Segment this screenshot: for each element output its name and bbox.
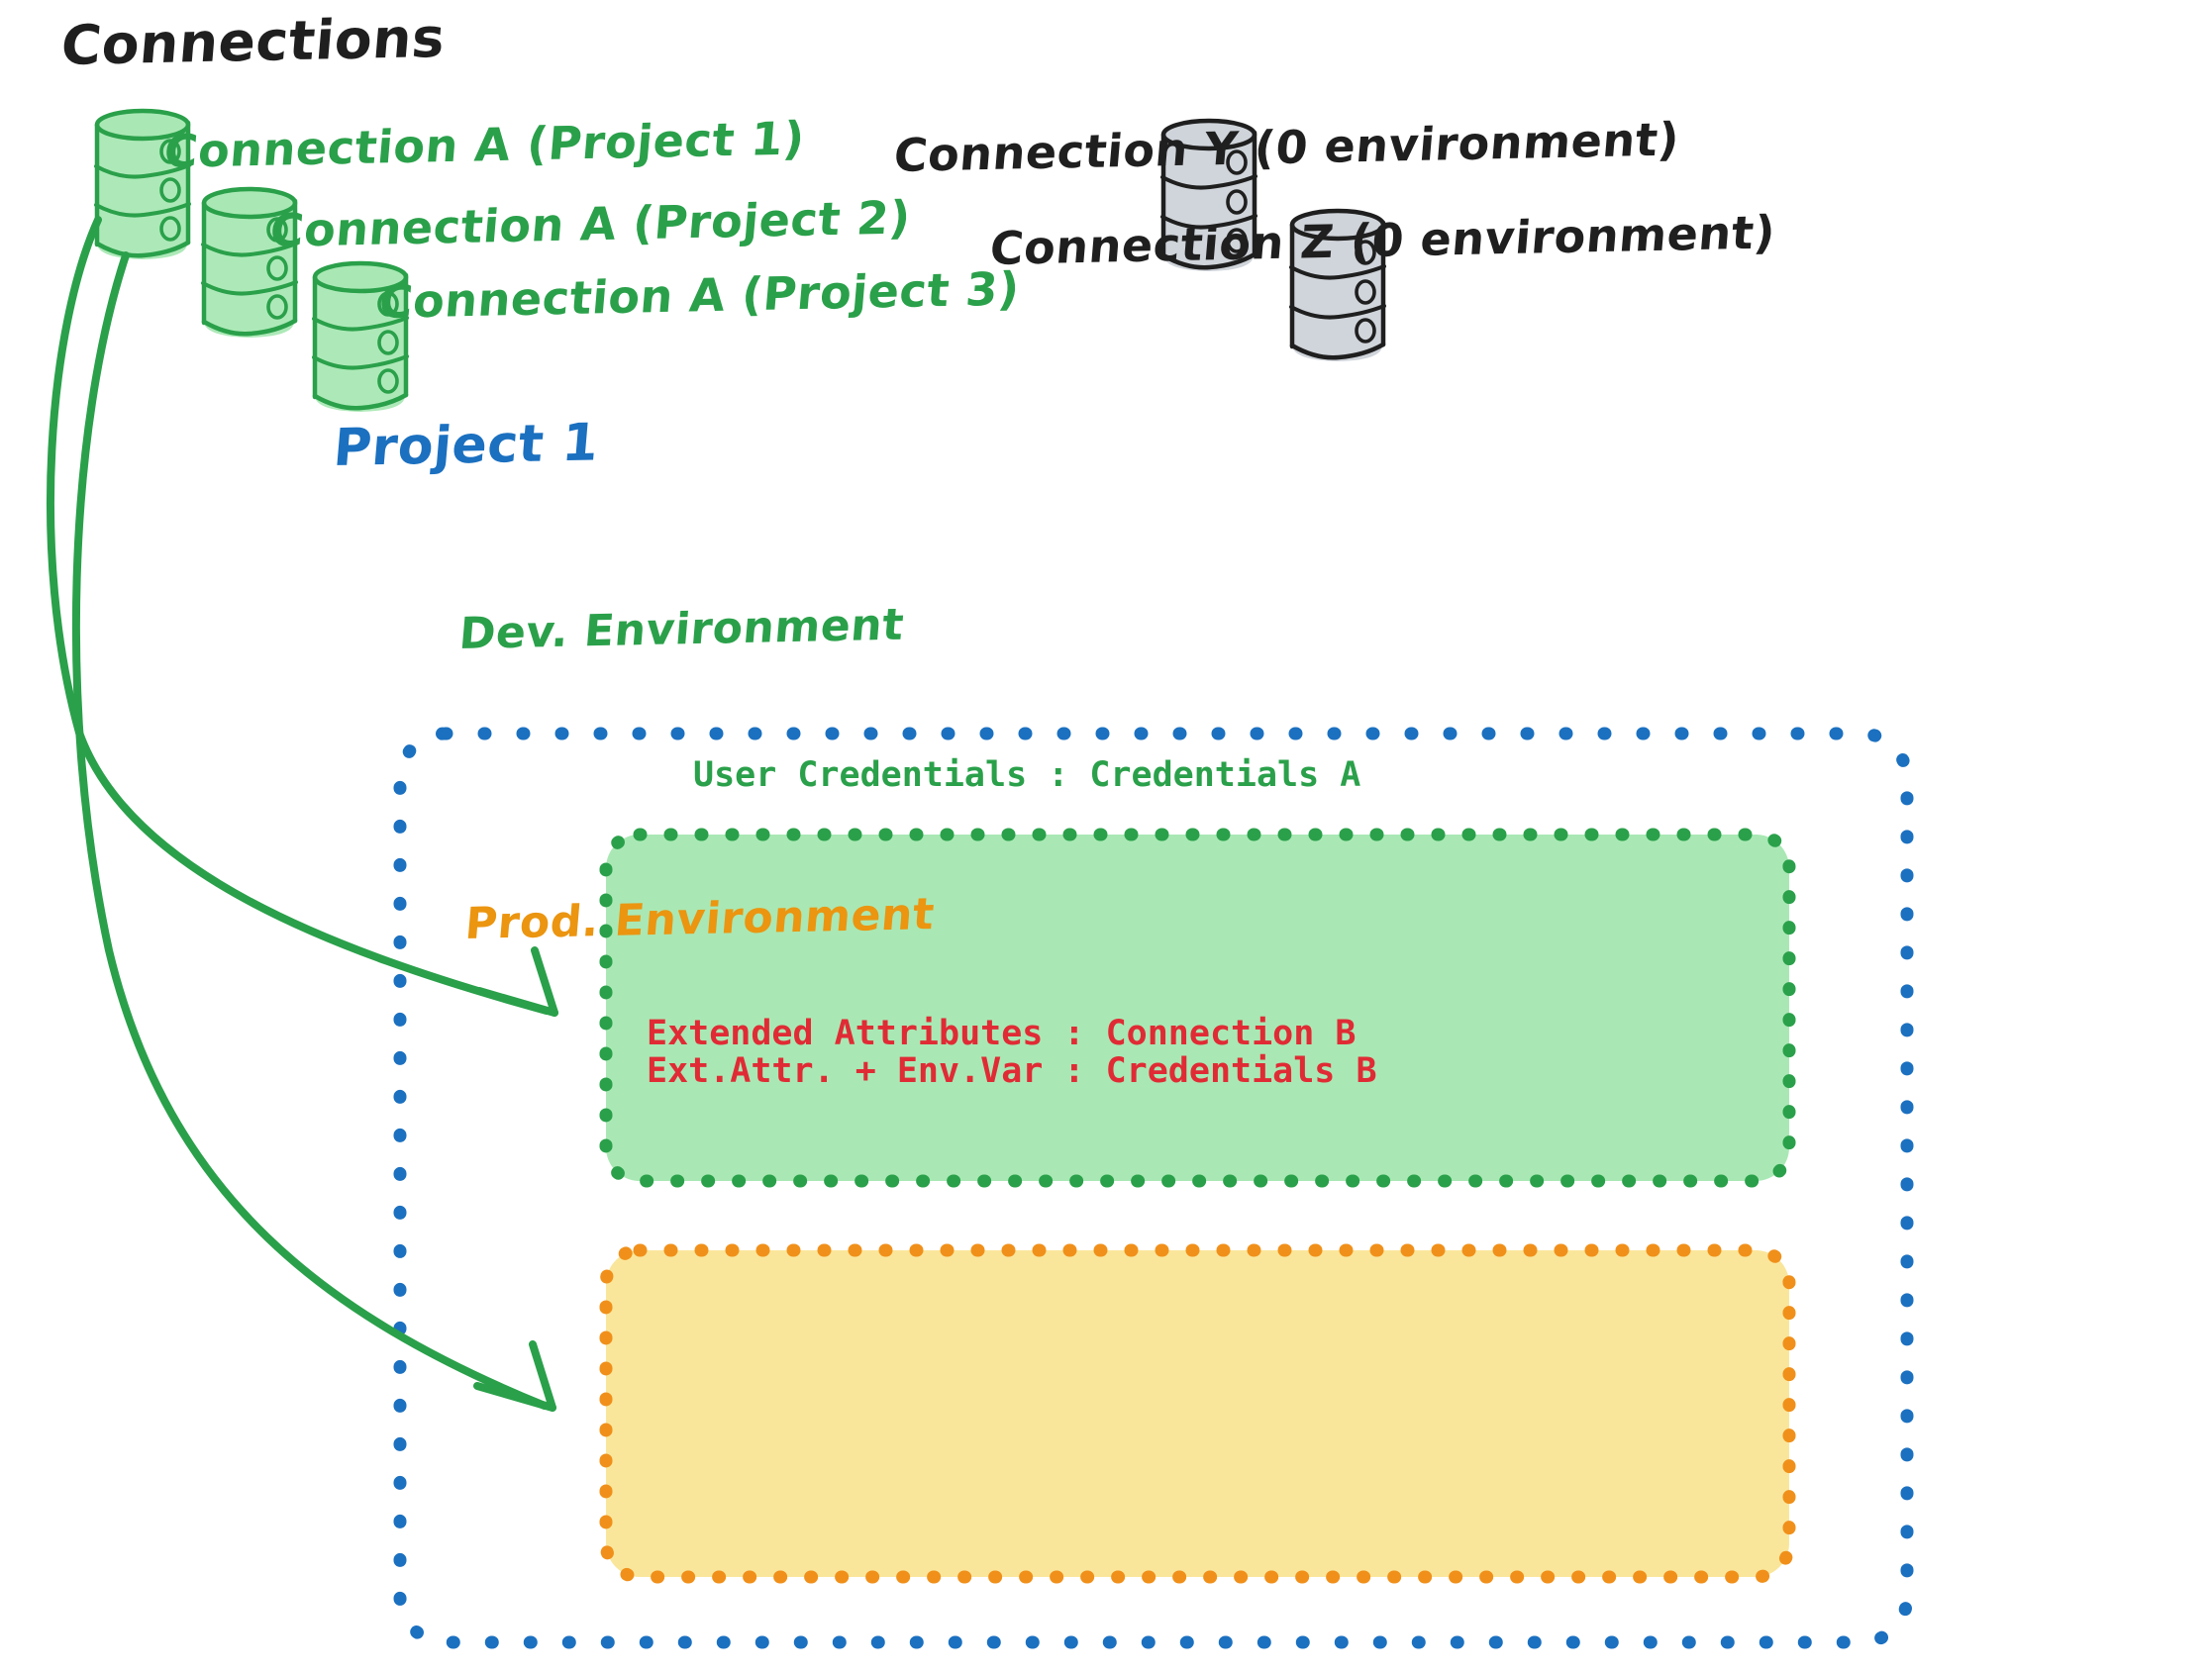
prod-environment-row-extended-attributes: Extended Attributes : Connection B xyxy=(647,1014,1357,1053)
project-1-container-border xyxy=(393,727,1914,1649)
prod-environment-title: Prod. Environment xyxy=(462,889,937,949)
dev-environment-row-user-credentials: User Credentials : Credentials A xyxy=(693,755,1361,795)
dev-environment-box xyxy=(599,828,1796,1188)
database-cylinder-icon-connection-a-3 xyxy=(312,260,409,412)
prod-environment-row-ext-attr-env-var: Ext.Attr. + Env.Var : Credentials B xyxy=(647,1051,1377,1091)
database-cylinder-icon-connection-a-2 xyxy=(201,186,298,338)
arrow-connection-a-to-prod-environment xyxy=(71,251,556,1412)
page-title: Connections xyxy=(58,5,449,77)
database-cylinder-icon-connection-y xyxy=(1160,118,1257,271)
project-title: Project 1 xyxy=(331,413,602,478)
database-cylinder-icon-connection-z xyxy=(1289,208,1386,361)
dev-environment-title: Dev. Environment xyxy=(456,599,906,659)
prod-environment-box xyxy=(599,1243,1796,1584)
